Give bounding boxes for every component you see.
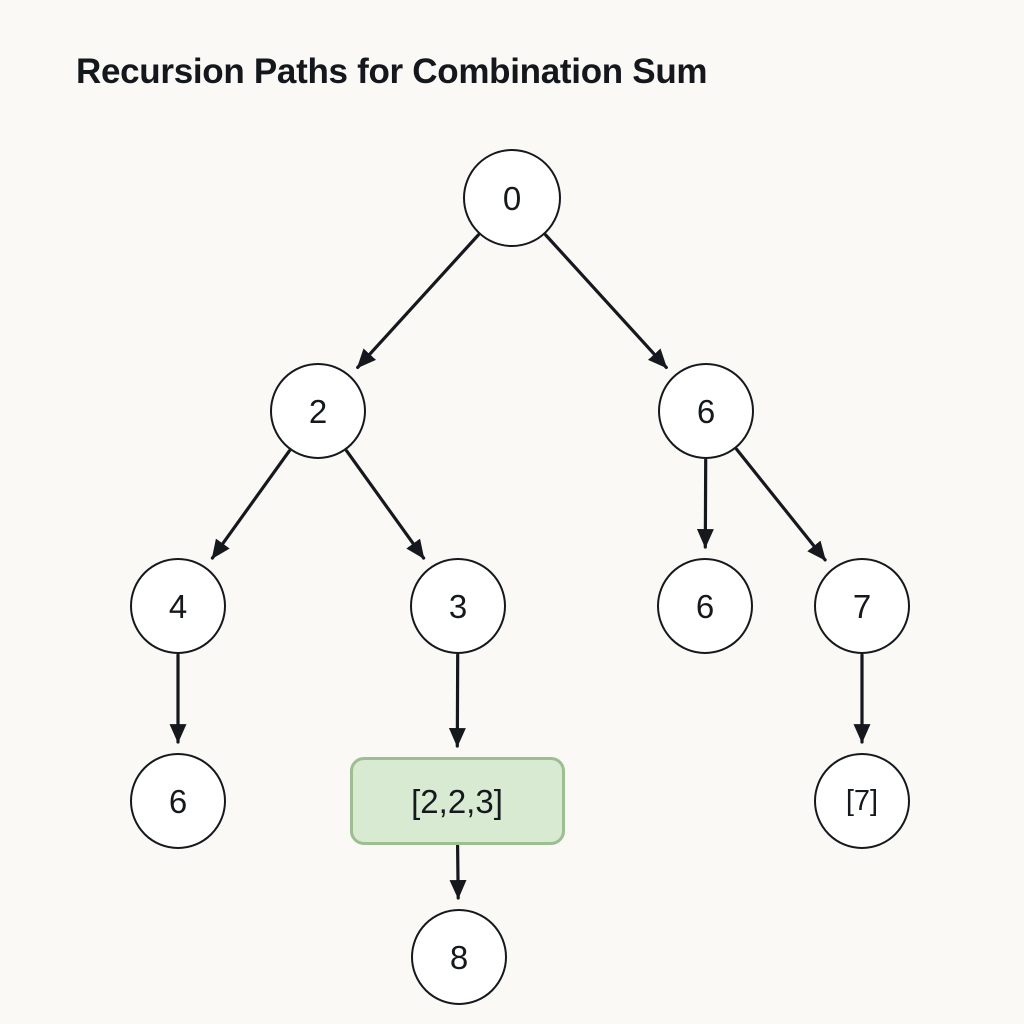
tree-edge-n1-to-n4 — [345, 449, 426, 560]
tree-edges — [169, 233, 871, 900]
tree-node-6-7: 6 — [130, 753, 226, 849]
tree-node-6-2: 6 — [658, 363, 754, 459]
tree-node-7-9: [7] — [814, 753, 910, 849]
tree-node-4-3: 4 — [130, 558, 226, 654]
tree-node-8-10: 8 — [411, 909, 507, 1005]
tree-node-3-4: 3 — [410, 558, 506, 654]
tree-edge-n8-to-n10 — [449, 844, 467, 900]
tree-edge-n2-to-n6 — [734, 447, 827, 562]
tree-edge-n1-to-n3 — [210, 449, 291, 560]
tree-node-6-5: 6 — [657, 558, 753, 654]
page-title: Recursion Paths for Combination Sum — [76, 52, 708, 91]
result-node-highlighted: [2,2,3] — [349, 757, 565, 845]
tree-node-0-0: 0 — [463, 149, 561, 247]
tree-node-2-1: 2 — [270, 363, 366, 459]
tree-edge-n0-to-n1 — [356, 233, 480, 369]
tree-node-7-6: 7 — [814, 558, 910, 654]
tree-edge-n0-to-n2 — [544, 233, 668, 369]
